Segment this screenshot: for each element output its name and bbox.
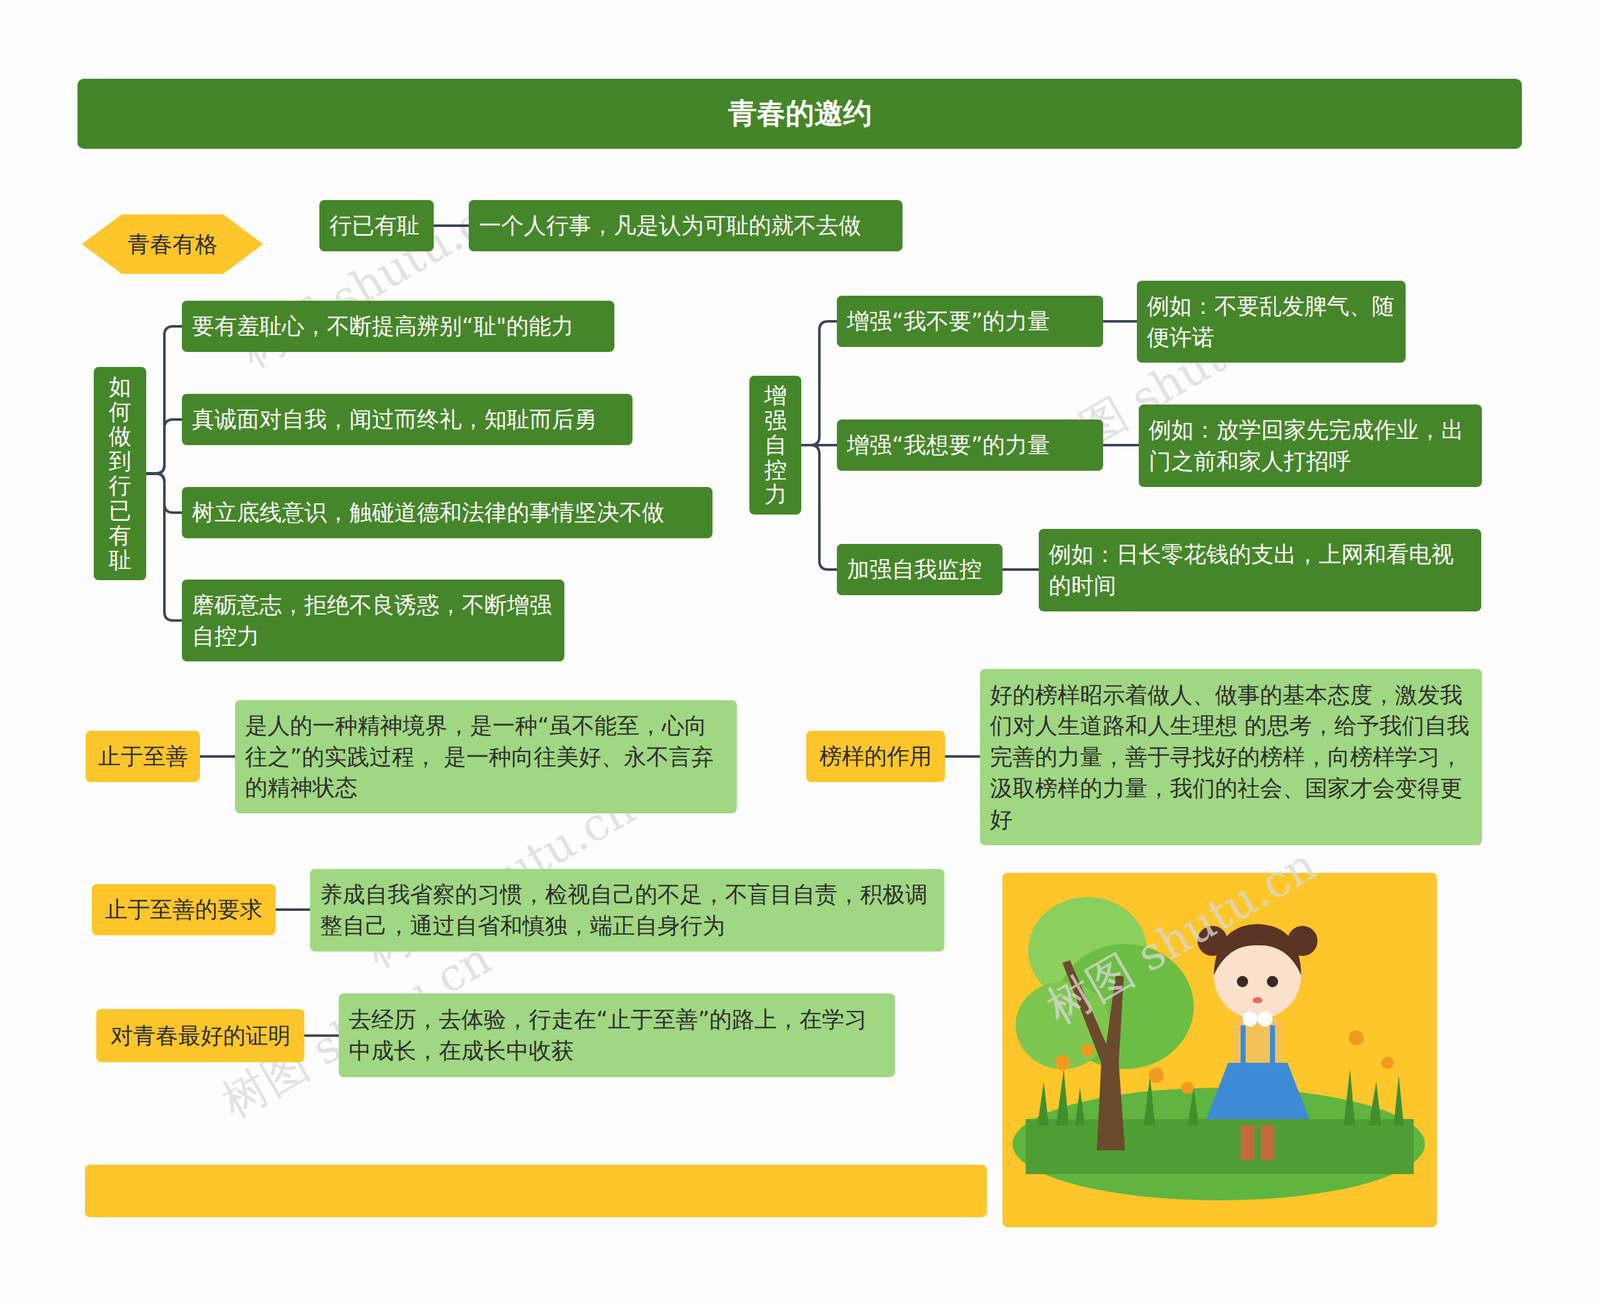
node-text: 好的榜样昭示着做人、做事的基本态度，激发我们对人生道路和人生理想 的思考，给予我… — [990, 679, 1472, 835]
node-text: 例如：放学回家先完成作业，出门之前和家人打招呼 — [1148, 414, 1472, 477]
node-text: 真诚面对自我，闻过而终礼，知耻而后勇 — [191, 403, 597, 435]
title-band: 青春的邀约 — [77, 78, 1522, 149]
explanation-box: 好的榜样昭示着做人、做事的基本态度，激发我们对人生道路和人生理想 的思考，给予我… — [980, 668, 1482, 845]
detail-box: 一个人行事，凡是认为可耻的就不去做 — [468, 200, 903, 252]
topic-box: 行已有耻 — [319, 200, 434, 252]
node-text: 例如：日长零花钱的支出，上网和看电视的时间 — [1048, 538, 1472, 601]
node-text: 行已有耻 — [329, 210, 420, 242]
node-text: 如何做到行已有耻 — [108, 374, 132, 573]
node-text: 一个人行事，凡是认为可耻的就不去做 — [478, 210, 862, 242]
topic-box: 加强自我监控 — [836, 543, 1003, 595]
node-text: 去经历，去体验，行走在“止于至善”的路上，在学习中成长，在成长中收获 — [348, 1003, 885, 1066]
bottom-bar — [85, 1164, 987, 1217]
example-box: 例如：放学回家先完成作业，出门之前和家人打招呼 — [1138, 404, 1482, 487]
explanation-box: 去经历，去体验，行走在“止于至善”的路上，在学习中成长，在成长中收获 — [338, 993, 895, 1077]
node-text: 树立底线意识，触碰道德和法律的事情坚决不做 — [191, 496, 665, 529]
vertical-topic: 增强自控力 — [749, 375, 802, 515]
diamond-heading: 青春有格 — [81, 214, 264, 274]
connector — [304, 1034, 339, 1037]
detail-box: 树立底线意识，触碰道德和法律的事情坚决不做 — [181, 486, 713, 539]
node-text: 磨砺意志，拒绝不良诱惑，不断增强自控力 — [191, 589, 555, 652]
example-box: 例如：不要乱发脾气、随便许诺 — [1136, 280, 1406, 363]
node-text: 止于至善的要求 — [105, 893, 263, 925]
connector — [1103, 443, 1139, 447]
node-text: 加强自我监控 — [846, 553, 982, 585]
key-term: 止于至善的要求 — [91, 883, 276, 935]
connector — [200, 755, 235, 758]
topic-box: 增强“我想要”的力量 — [836, 419, 1104, 471]
title-text: 青春的邀约 — [728, 94, 872, 134]
node-text: 增强“我不要”的力量 — [846, 305, 1050, 337]
node-text: 要有羞耻心，不断提高辨别“耻"的能力 — [191, 310, 574, 342]
topic-box: 增强“我不要”的力量 — [836, 295, 1104, 347]
connector — [1103, 320, 1137, 323]
key-term: 榜样的作用 — [806, 730, 945, 782]
key-term: 止于至善 — [85, 730, 200, 782]
connector — [146, 419, 182, 474]
connector — [146, 473, 182, 620]
detail-box: 要有羞耻心，不断提高辨别“耻"的能力 — [181, 300, 615, 352]
node-text: 增强“我想要”的力量 — [846, 429, 1050, 461]
key-term: 对青春最好的证明 — [96, 1008, 305, 1062]
node-text: 是人的一种精神境界，是一种“虽不能至，心向往之”的实践过程， 是一种向往美好、永… — [245, 710, 727, 804]
node-text: 养成自我省察的习惯，检视自己的不足，不盲目自责，积极调整自己，通过自省和慎独，端… — [320, 878, 935, 941]
node-text: 青春有格 — [127, 228, 218, 260]
connector — [433, 224, 469, 227]
connector — [801, 445, 837, 570]
connector — [801, 321, 837, 445]
detail-box: 磨砺意志，拒绝不良诱惑，不断增强自控力 — [181, 579, 565, 662]
connector — [146, 326, 182, 474]
connector — [945, 755, 980, 758]
example-box: 例如：日长零花钱的支出，上网和看电视的时间 — [1038, 528, 1482, 612]
connector — [275, 908, 310, 911]
detail-box: 真诚面对自我，闻过而终礼，知耻而后勇 — [181, 393, 633, 445]
node-text: 榜样的作用 — [819, 740, 932, 772]
node-text: 增强自控力 — [764, 383, 787, 507]
vertical-topic: 如何做到行已有耻 — [93, 366, 147, 580]
explanation-box: 是人的一种精神境界，是一种“虽不能至，心向往之”的实践过程， 是一种向往美好、永… — [235, 700, 737, 814]
node-text: 对青春最好的证明 — [110, 1020, 291, 1052]
explanation-box: 养成自我省察的习惯，检视自己的不足，不盲目自责，积极调整自己，通过自省和慎独，端… — [310, 868, 945, 952]
node-text: 例如：不要乱发脾气、随便许诺 — [1146, 290, 1396, 353]
node-text: 止于至善 — [98, 740, 189, 772]
connector — [1002, 568, 1039, 571]
